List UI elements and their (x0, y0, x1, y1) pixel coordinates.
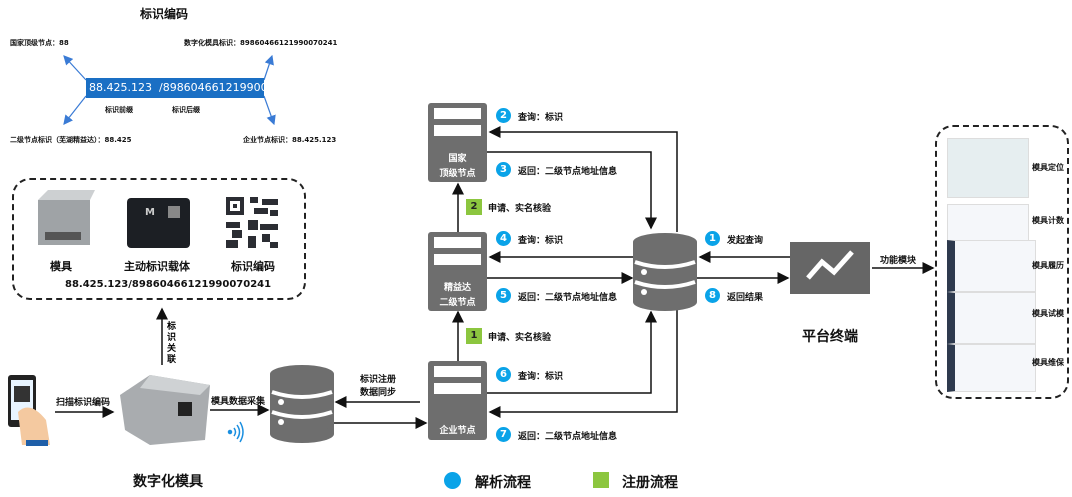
svg-text:M: M (145, 207, 155, 218)
mold-id-label: 数字化模具标识：89860466121990070241 (184, 39, 338, 47)
database-icon-local (270, 365, 334, 443)
mold-image-small (120, 375, 210, 445)
server-label: 二级节点 (439, 298, 476, 308)
register-label: 标识注册 (360, 375, 397, 385)
wifi-icon (227, 421, 244, 443)
platform-label: 平台终端 (802, 329, 858, 345)
national-node-label: 国家顶级节点：88 (10, 39, 69, 47)
step-label-s8: 返回结果 (727, 293, 764, 303)
prefix-label: 标识前缀 (105, 106, 133, 114)
prefix-value: 88.425.123 (89, 81, 152, 94)
step-label-g2: 申请、实名核验 (488, 204, 552, 214)
national-node-server: 国家顶级节点 (428, 103, 487, 182)
step-badge-s3: 3 (496, 162, 511, 177)
step-badge-s5: 5 (496, 288, 511, 303)
secondary-node-server: 精益达二级节点 (428, 232, 487, 311)
qr-code-image (226, 197, 278, 248)
enterprise-node-label: 企业节点标识：88.425.123 (243, 136, 337, 144)
screenshot-history (947, 240, 1036, 292)
module-location[interactable]: 模具定位 (1032, 163, 1064, 172)
suffix-label: 标识后缀 (172, 106, 200, 114)
step-label-s4: 查询：标识 (518, 236, 564, 246)
step-badge-s6: 6 (496, 367, 511, 382)
function-module-box (935, 125, 1069, 399)
server-label: 精益达 (443, 283, 471, 293)
legend-parse-marker (444, 472, 461, 489)
step-badge-g2: 2 (466, 199, 482, 215)
phone-icon (8, 375, 50, 446)
step-badge-s7: 7 (496, 427, 511, 442)
scan-label: 扫描标识编码 (56, 398, 111, 408)
identifier-code-title: 标识编码 (140, 7, 189, 21)
screenshot-trial (947, 292, 1036, 344)
step-badge-s8: 8 (705, 288, 720, 303)
associate-label: 标识关联 (167, 322, 177, 365)
step-label-g1: 申请、实名核验 (488, 333, 552, 343)
step-badge-s1: 1 (705, 231, 720, 246)
sync-label: 数据同步 (360, 388, 397, 398)
identifier-box: 88.425.123 /89860466121990070241 (86, 78, 303, 98)
step-label-s6: 查询：标识 (518, 372, 564, 382)
server-label: 企业节点 (439, 426, 476, 436)
step-label-s3: 返回：二级节点地址信息 (518, 167, 618, 177)
module-count[interactable]: 模具计数 (1032, 216, 1064, 225)
carrier-full-id: 88.425.123/89860466121990070241 (65, 279, 272, 290)
screenshot-maintenance (947, 344, 1036, 392)
monitor-icon (790, 242, 870, 294)
step-label-s1: 发起查询 (727, 236, 764, 246)
server-label: 国家 (448, 154, 467, 164)
step-badge-s4: 4 (496, 231, 511, 246)
module-history[interactable]: 模具履历 (1032, 261, 1064, 270)
carrier-item-mold: 模具 (50, 260, 72, 273)
module-trial[interactable]: 模具试模 (1032, 309, 1064, 318)
collect-label: 模具数据采集 (211, 397, 266, 407)
digital-mold-label: 数字化模具 (133, 474, 203, 490)
legend-parse-label: 解析流程 (475, 475, 531, 491)
carrier-item-active-carrier: 主动标识载体 (124, 260, 190, 273)
enterprise-node-server: 企业节点 (428, 361, 487, 440)
secondary-node-label: 二级节点标识（芜湖精益达）：88.425 (10, 136, 132, 144)
screenshot-map (947, 138, 1029, 198)
carrier-box (12, 178, 306, 300)
step-label-s2: 查询：标识 (518, 113, 564, 123)
suffix-value: /89860466121990070241 (158, 81, 303, 94)
function-module-label: 功能模块 (880, 256, 917, 266)
server-label: 顶级节点 (439, 169, 476, 179)
carrier-item-code: 标识编码 (231, 260, 275, 273)
step-label-s5: 返回：二级节点地址信息 (518, 293, 618, 303)
module-maintenance[interactable]: 模具维保 (1032, 358, 1064, 367)
legend-register-marker (593, 472, 609, 488)
legend-register-label: 注册流程 (622, 475, 678, 491)
mold-image (38, 190, 95, 245)
step-badge-g1: 1 (466, 328, 482, 344)
step-label-s7: 返回：二级节点地址信息 (518, 432, 618, 442)
database-icon-central (633, 233, 697, 311)
identifier-carrier-image: M (127, 198, 190, 248)
step-badge-s2: 2 (496, 108, 511, 123)
